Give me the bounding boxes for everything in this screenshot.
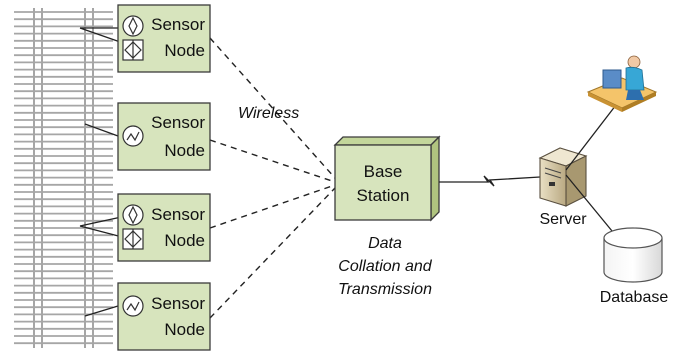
sensor-node-4: Sensor Node — [117, 282, 211, 351]
strain-gauge-icon — [122, 125, 144, 147]
svg-text:Transmission: Transmission — [338, 281, 432, 298]
sensor-node-3: Sensor Node — [117, 193, 211, 262]
sensor-node-label: Node — [164, 41, 205, 60]
flow-valve-icon — [122, 15, 144, 61]
sensor-attachment-lines — [79, 27, 127, 317]
sensor-node-label: Node — [164, 141, 205, 160]
wired-link — [439, 175, 541, 187]
server-icon — [538, 147, 588, 207]
base-station-label: Base — [364, 162, 403, 181]
sensor-node-label: Sensor — [151, 294, 205, 313]
sensor-node-label: Node — [164, 231, 205, 250]
svg-text:Data: Data — [368, 235, 402, 252]
user-workstation-icon — [586, 55, 658, 112]
base-station-label: Station — [357, 186, 410, 205]
server-label: Server — [539, 211, 587, 228]
strain-gauge-icon — [122, 295, 144, 317]
svg-text:Collation and: Collation and — [338, 258, 433, 275]
sensor-node-2: Sensor Node — [117, 102, 211, 171]
base-station: Base Station — [333, 135, 441, 222]
wireless-label: Wireless — [238, 105, 299, 122]
flow-valve-icon — [122, 204, 144, 250]
sensor-node-label: Sensor — [151, 113, 205, 132]
sensor-node-1: Sensor Node — [117, 4, 211, 73]
base-station-caption: Data Collation and Transmission — [338, 235, 433, 298]
database-icon — [603, 227, 663, 283]
monitored-structure — [14, 8, 113, 348]
wireless-links — [209, 37, 336, 319]
sensor-node-label: Sensor — [151, 205, 205, 224]
sensor-node-label: Node — [164, 320, 205, 339]
sensor-node-label: Sensor — [151, 15, 205, 34]
database-label: Database — [600, 289, 669, 306]
